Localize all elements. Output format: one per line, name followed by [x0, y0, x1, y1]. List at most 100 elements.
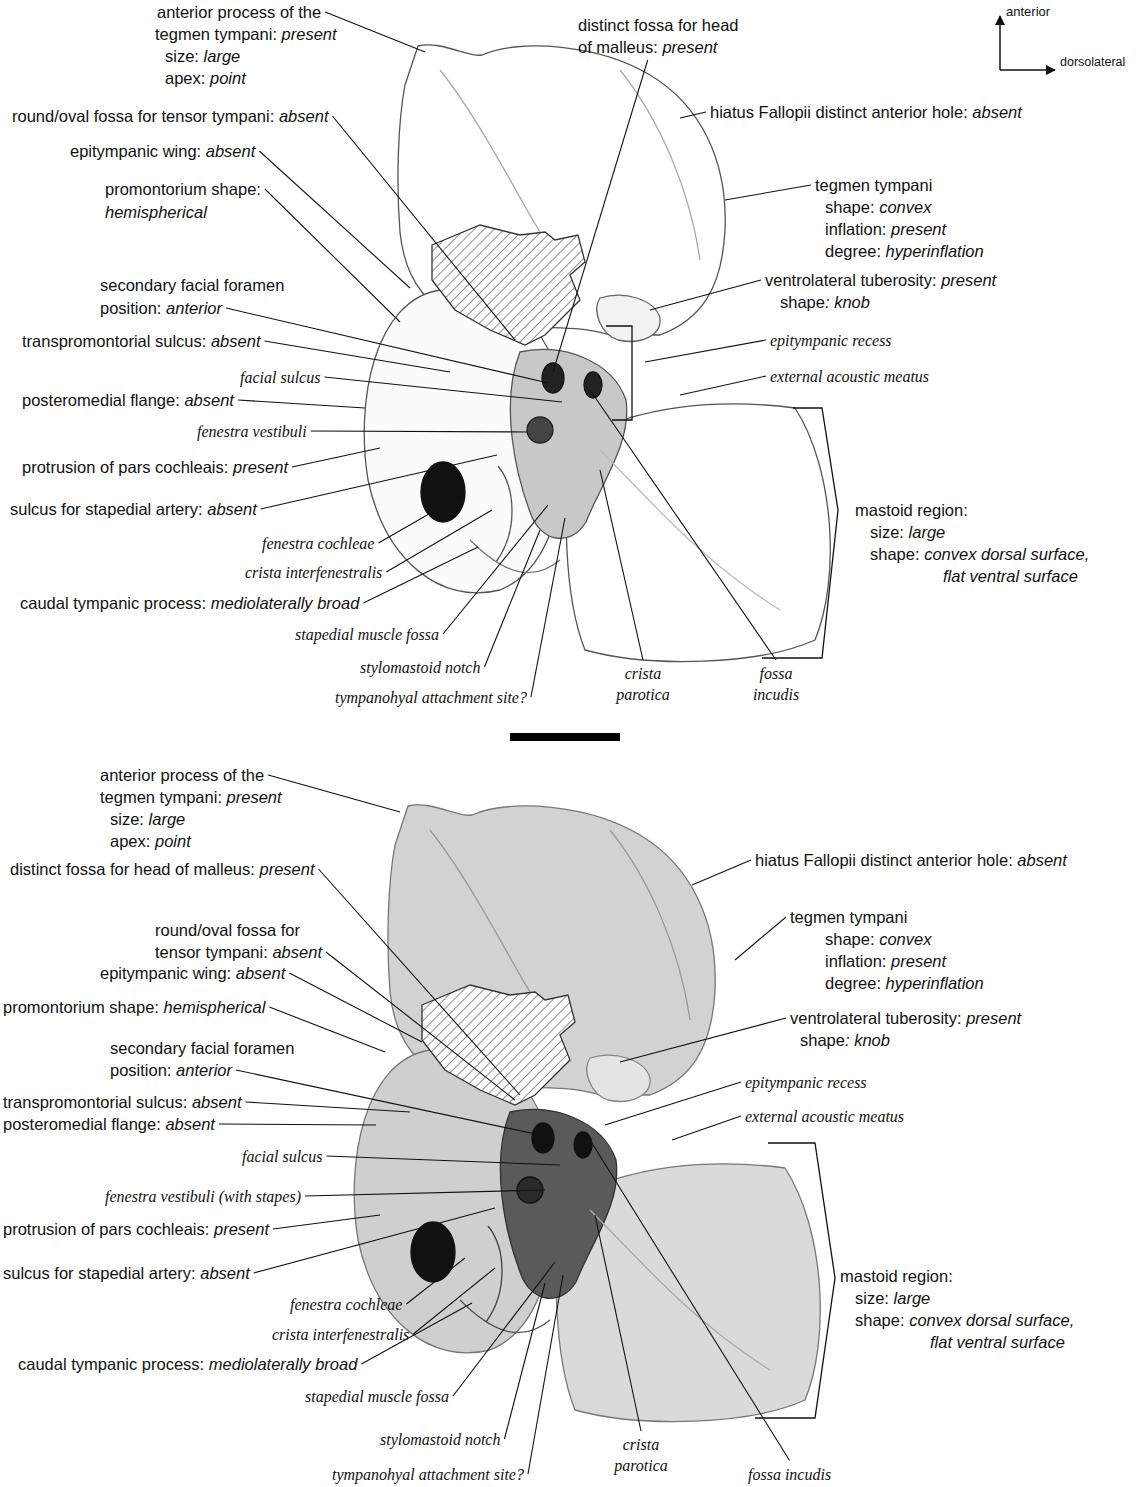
leader-line — [528, 1275, 563, 1474]
callout-label: tensor tympani:absent — [155, 942, 322, 962]
leader-line — [680, 376, 766, 395]
feature-state: absent — [972, 103, 1022, 121]
structure-name: fenestra vestibuli — [197, 423, 307, 440]
callout-label: stapedial muscle fossa — [305, 1386, 449, 1407]
callout-label: crista interfenestralis — [272, 1324, 409, 1345]
structure-name: external acoustic meatus — [770, 368, 929, 385]
feature-name: hiatus Fallopii distinct anterior hole: — [710, 103, 968, 121]
feature-state: absent — [192, 1093, 242, 1111]
callout-label: stylomastoid notch — [360, 657, 480, 678]
bone-outline — [432, 225, 585, 345]
leader-line — [692, 860, 751, 885]
callout-label: epitympanic wing:absent — [70, 141, 255, 161]
feature-name: size: — [110, 810, 144, 828]
feature-name: sulcus for stapedial artery: — [3, 1264, 196, 1282]
leader-line — [600, 470, 643, 660]
callout-label: transpromontorial sulcus: absent — [3, 1092, 241, 1112]
bone-outline — [620, 70, 700, 260]
leader-line — [219, 1124, 376, 1125]
callout-label: flat ventral surface — [930, 1332, 1065, 1352]
feature-name: tegmen tympani — [790, 908, 907, 926]
leader-line — [273, 1215, 380, 1229]
feature-state: present — [891, 220, 946, 238]
callout-label: mastoid region: — [855, 500, 968, 520]
feature-name: secondary facial foramen — [100, 276, 284, 294]
callout-label: anterior process of the — [157, 2, 321, 22]
feature-name: size: — [870, 523, 904, 541]
bracket — [755, 1143, 835, 1418]
feature-name: shape: — [855, 1311, 905, 1329]
feature-state: absent — [207, 500, 257, 518]
leader-line — [413, 1268, 495, 1334]
callout-label: distinct fossa for head of malleus:prese… — [10, 859, 315, 879]
feature-state: present — [662, 38, 717, 56]
leader-line — [245, 1102, 410, 1112]
callout-label: tegmen tympani:present — [100, 787, 282, 807]
feature-name: protrusion of pars cochleais: — [3, 1220, 209, 1238]
feature-name: round/oval fossa for tensor tympani: — [12, 107, 274, 125]
feature-state: absent — [1017, 851, 1067, 869]
callout-label: fenestra cochleae — [262, 533, 374, 554]
callout-label: degree:hyperinflation — [825, 241, 984, 261]
feature-state: convex — [879, 198, 931, 216]
feature-name: position: — [110, 1061, 171, 1079]
orientation-arrow — [999, 16, 1001, 70]
callout-label: tegmen tympani:present — [155, 24, 337, 44]
leader-line — [590, 1140, 790, 1461]
structure-name: crista parotica — [616, 665, 670, 703]
feature-state: : knob — [845, 1031, 890, 1049]
feature-name: transpromontorial sulcus: — [3, 1093, 187, 1111]
feature-state: hemispherical — [164, 998, 266, 1016]
callout-label: shape:convex — [825, 929, 931, 949]
leader-line — [261, 455, 497, 509]
callout-label: distinct fossa for head — [578, 15, 739, 35]
callout-label: ventrolateral tuberosity:present — [790, 1008, 1021, 1028]
bone-outline — [610, 830, 690, 1020]
feature-state: large — [909, 523, 946, 541]
leader-line — [326, 952, 515, 1100]
callout-label: fossa incudis — [745, 663, 807, 705]
bone-outline — [440, 70, 540, 232]
feature-name: of malleus: — [578, 38, 658, 56]
feature-name: degree: — [825, 242, 881, 260]
callout-label: mastoid region: — [840, 1266, 953, 1286]
leader-line — [406, 1258, 465, 1304]
feature-name: secondary facial foramen — [110, 1039, 294, 1057]
callout-label: hiatus Fallopii distinct anterior hole:a… — [710, 102, 1022, 122]
callout-label: transpromontorial sulcus:absent — [22, 331, 260, 351]
structure-name: fenestra cochleae — [290, 1296, 402, 1313]
feature-name: distinct fossa for head — [578, 16, 739, 34]
leader-line — [504, 1283, 545, 1439]
bone-outline — [587, 1055, 650, 1101]
feature-name: tensor tympani: — [155, 943, 268, 961]
leader-line — [553, 60, 648, 372]
bone-outline — [500, 1109, 616, 1298]
leader-line — [680, 112, 706, 118]
callout-label: dorsolateral — [1060, 52, 1125, 72]
drawing-view — [364, 45, 830, 662]
feature-state: present — [233, 458, 288, 476]
feature-name: posteromedial flange: — [3, 1115, 161, 1133]
callout-label: caudal tympanic process:mediolaterally b… — [20, 593, 359, 613]
callout-label: tympanohyal attachment site? — [335, 687, 527, 708]
feature-state: convex dorsal surface, — [909, 1311, 1074, 1329]
callout-label: position:anterior — [100, 298, 222, 318]
callout-label: fossa incudis — [748, 1464, 831, 1485]
callout-label: shape: knob — [780, 292, 870, 312]
feature-name: tegmen tympani: — [100, 788, 222, 806]
callout-label: shape:convex dorsal surface, — [870, 544, 1089, 564]
feature-state: convex dorsal surface, — [924, 545, 1089, 563]
leader-line — [484, 530, 540, 667]
feature-state: large — [149, 810, 186, 828]
feature-name: anterior process of the — [100, 766, 264, 784]
feature-state: present — [282, 25, 337, 43]
feature-name: degree: — [825, 974, 881, 992]
feature-name: size: — [165, 47, 199, 65]
callout-label: fenestra vestibuli (with stapes) — [105, 1186, 301, 1207]
leader-line — [595, 1215, 641, 1431]
structure-name: stapedial muscle fossa — [305, 1388, 449, 1405]
bracket — [762, 408, 838, 658]
